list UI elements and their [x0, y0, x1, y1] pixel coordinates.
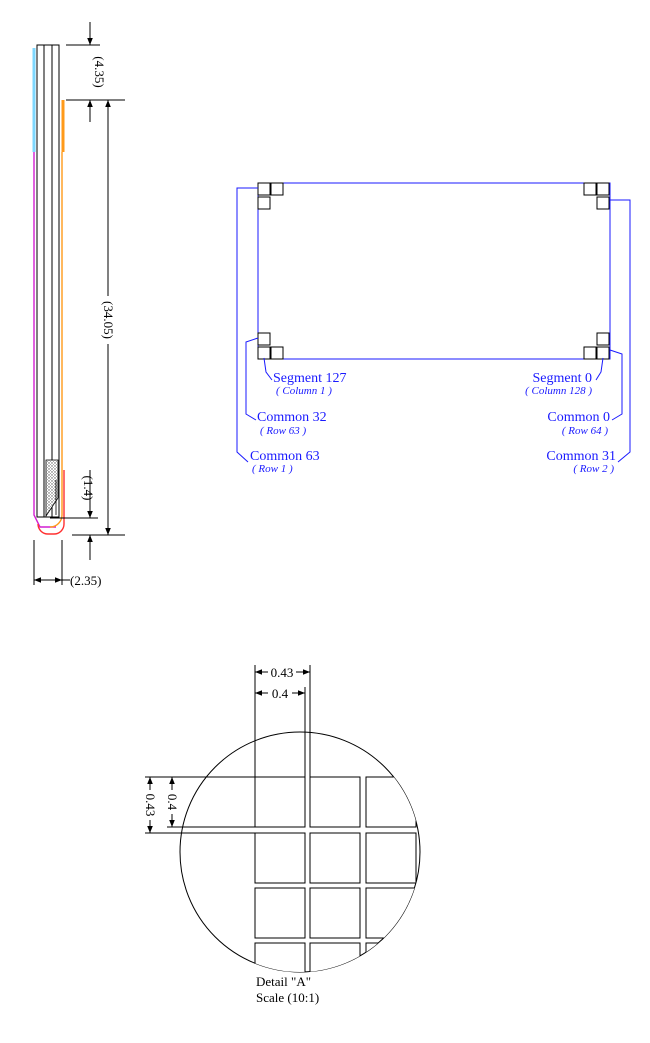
dim-top-label: (4.35) [92, 56, 107, 87]
common-31-sub: ( Row 2 ) [573, 463, 614, 475]
dim-pitch-h: 0.43 [255, 665, 310, 680]
dim-pitch-v-label: 0.43 [143, 794, 158, 817]
pixel-grid [254, 776, 417, 972]
detail-title: Detail "A" [256, 974, 311, 989]
common-32-sub: ( Row 63 ) [260, 425, 306, 437]
side-view: (4.35) (34.05) (1.4) (2.35) [32, 22, 125, 588]
dim-width: (2.35) [33, 540, 101, 588]
dim-width-label: (2.35) [70, 573, 101, 588]
fpc-bend-red [37, 470, 65, 535]
panel-outline [36, 44, 60, 518]
common-32-label: Common 32 [257, 410, 327, 425]
fpc-orange [49, 152, 63, 528]
fpc-magenta [33, 152, 56, 528]
dim-bottom-label: (1.4) [81, 476, 96, 501]
dim-bottom: (1.4) [50, 470, 98, 560]
dim-size-h: 0.4 [255, 686, 305, 701]
detail-scale: Scale (10:1) [256, 990, 319, 1005]
dim-height: (34.05) [72, 100, 125, 536]
common-63-label: Common 63 [250, 449, 320, 464]
dim-size-v-label: 0.4 [165, 794, 180, 811]
dim-pitch-h-label: 0.43 [271, 665, 294, 680]
segment-127-sub: ( Column 1 ) [276, 385, 332, 397]
dim-pitch-v: 0.43 [143, 777, 158, 833]
segment-0-label: Segment 0 [533, 371, 593, 386]
detail-a: 0.43 0.4 0.43 0.4 Detail "A" Scale (10:1… [143, 665, 421, 1005]
segment-0-sub: ( Column 128 ) [525, 385, 592, 397]
common-31-label: Common 31 [546, 449, 616, 464]
dim-height-label: (34.05) [101, 301, 116, 339]
seal-hatch [45, 459, 59, 518]
common-0-label: Common 0 [547, 410, 610, 425]
common-63-sub: ( Row 1 ) [252, 463, 293, 475]
detail-extension-lines [145, 665, 311, 834]
active-area [257, 182, 611, 360]
corner-pixels [257, 182, 610, 360]
dim-size-h-label: 0.4 [272, 686, 289, 701]
segment-127-label: Segment 127 [273, 371, 347, 386]
leader-lines [236, 187, 631, 463]
dim-size-v: 0.4 [165, 777, 180, 827]
front-view: Segment 127 ( Column 1 ) Segment 0 ( Col… [236, 182, 631, 475]
dim-top: (4.35) [66, 22, 125, 122]
common-0-sub: ( Row 64 ) [562, 425, 608, 437]
